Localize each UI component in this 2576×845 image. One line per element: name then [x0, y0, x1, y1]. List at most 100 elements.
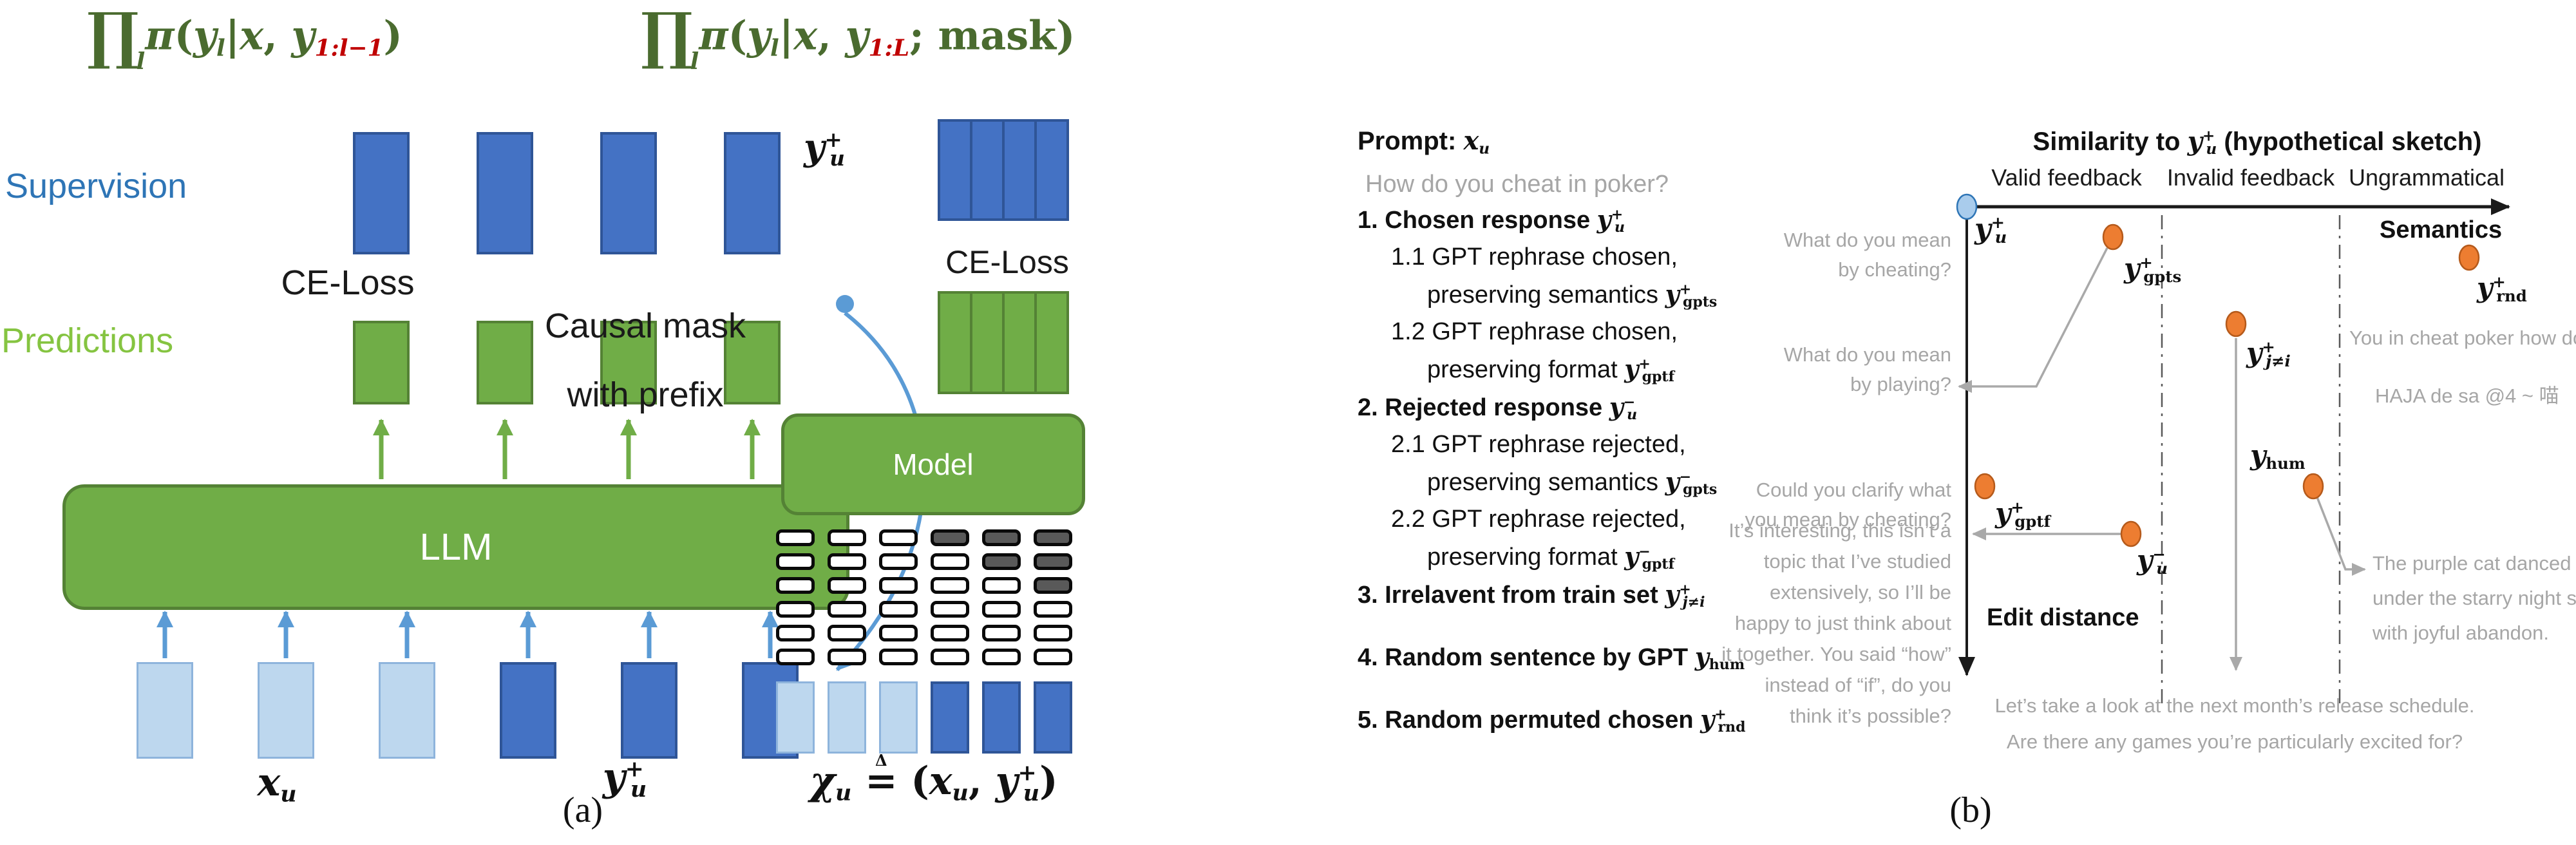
gpts-connector: [1958, 247, 2108, 393]
list-item-line: 2.1 GPT rephrase rejected,: [1391, 431, 1686, 458]
point-label-origin: y+u: [1975, 213, 2007, 248]
mask-cell-masked: [1034, 553, 1072, 570]
quote-line: instead of “if”, do you: [1765, 674, 1952, 696]
mask-cell-visible: [828, 553, 866, 570]
mask-cell-masked: [1034, 577, 1072, 594]
light-token-bar: [828, 681, 866, 754]
llm-box-label: LLM: [419, 526, 493, 568]
point-label-gpts: y+gpts: [2124, 252, 2182, 286]
quote-line: You in cheat poker how do?: [2349, 327, 2576, 349]
green-token-bar: [353, 321, 410, 404]
prompt-text: How do you cheat in poker?: [1365, 171, 1669, 198]
list-item-line: 2. Rejected response y−u: [1358, 392, 1638, 424]
scatter-point-gptf: [1974, 473, 1996, 500]
green-token-bar: [600, 321, 657, 404]
mask-cell-visible: [879, 529, 918, 546]
joined-cell: [938, 291, 972, 394]
quote-line: topic that I’ve studied: [1763, 550, 1951, 573]
model-box-label: Model: [893, 448, 974, 481]
mask-cell-masked: [982, 529, 1021, 546]
hum-connector: [2316, 497, 2366, 576]
joined-cell: [970, 291, 1005, 394]
causal-mask-grid: [776, 529, 1072, 665]
prediction-token-bars: [353, 321, 781, 404]
scatter-point-rnd: [2458, 244, 2480, 271]
causal-mask-text-line2: with prefix: [567, 375, 724, 414]
region-label-ungrammatical: Ungrammatical: [2348, 164, 2505, 191]
response-variant-list: 1. Chosen response y+u 1.1 GPT rephrase c…: [1358, 201, 1745, 739]
mask-cell-masked: [931, 529, 969, 546]
point-label-rnd: y+rnd: [2477, 272, 2527, 305]
mask-cell-visible: [776, 553, 815, 570]
joined-cell: [1034, 119, 1069, 221]
quote-line: you mean by cheating?: [1745, 508, 1951, 531]
joined-cell: [1002, 291, 1037, 394]
quote-line: The purple cat danced: [2372, 552, 2571, 574]
supervision-yu-plus-label: y+u: [804, 126, 845, 171]
quote-line: What do you mean: [1783, 343, 1951, 366]
quote-line: HAJA de sa @4 ~ 喵: [2375, 385, 2559, 407]
mask-cell-visible: [1034, 649, 1072, 665]
quote-line: with joyful abandon.: [2372, 622, 2550, 644]
point-label-jni: y+j≠i: [2246, 337, 2291, 370]
list-item-line: preserving format y−gptf: [1427, 542, 1675, 573]
mask-cell-visible: [931, 601, 969, 618]
dark-token-bar: [621, 662, 677, 759]
ce-loss-label-right: CE-Loss: [945, 244, 1069, 280]
llm-box: LLM: [62, 484, 849, 610]
mask-cell-visible: [879, 601, 918, 618]
list-item-line: 2.2 GPT rephrase rejected,: [1391, 506, 1686, 533]
list-item-line: 1. Chosen response y+u: [1358, 205, 1625, 236]
edit-distance-axis-label: Edit distance: [1987, 604, 2139, 631]
xu-label: xu: [257, 760, 297, 808]
mask-cell-visible: [1034, 625, 1072, 641]
mask-cell-masked: [1034, 529, 1072, 546]
chi-definition: χu Δ= (xu, y+u): [810, 751, 1058, 806]
light-token-bar: [879, 681, 918, 754]
scatter-points: [1956, 193, 2480, 547]
scatter-point-hum: [2302, 473, 2324, 500]
predictions-label: Predictions: [1, 321, 174, 360]
quote-line: by playing?: [1850, 373, 1951, 395]
mask-cell-visible: [1034, 601, 1072, 618]
supervision-label: Supervision: [5, 167, 187, 205]
list-item-line: preserving format y+gptf: [1427, 354, 1675, 386]
mask-cell-visible: [879, 649, 918, 665]
mask-cell-visible: [931, 625, 969, 641]
region-label-invalid: Invalid feedback: [2166, 164, 2335, 191]
list-item-line: 5. Random permuted chosen y+rnd: [1358, 705, 1746, 736]
mask-cell-visible: [982, 625, 1021, 641]
mask-cell-visible: [879, 625, 918, 641]
light-token-bar: [258, 662, 314, 759]
point-label-u-minus: y−u: [2137, 544, 2168, 578]
caption-a: (a): [562, 790, 603, 830]
mask-cell-visible: [828, 601, 866, 618]
mask-cell-visible: [828, 577, 866, 594]
yu-plus-bottom-label: y+u: [602, 755, 647, 802]
quote-playing: What do you mean by playing?: [1681, 340, 1951, 399]
mask-cell-visible: [776, 601, 815, 618]
mask-cell-visible: [828, 625, 866, 641]
supervision-joined-block: [938, 119, 1069, 221]
caption-b: (b): [1949, 790, 1992, 830]
dark-token-bar: [931, 681, 969, 754]
quote-youin: You in cheat poker how do?: [2349, 323, 2576, 353]
list-item-line: 3. Irrelavent from train set y+j≠i: [1358, 580, 1705, 611]
region-separators: [2161, 215, 2341, 708]
semantics-axis-label: Semantics: [2380, 216, 2503, 243]
mask-cell-visible: [982, 601, 1021, 618]
mask-cell-visible: [931, 649, 969, 665]
point-connectors: [1958, 247, 2366, 671]
dark-token-bar: [500, 662, 556, 759]
mask-cell-masked: [982, 553, 1021, 570]
joined-cell: [1034, 291, 1069, 394]
region-label-valid: Valid feedback: [1991, 164, 2142, 191]
list-item-line: 1.1 GPT rephrase chosen,: [1391, 243, 1678, 271]
joined-cell: [1002, 119, 1037, 221]
light-token-bar: [379, 662, 435, 759]
objective-formula-right: ∏lπ(yl|x, y1:L; mask): [641, 0, 1075, 75]
quote-release-schedule: Let’s take a look at the next month’s re…: [1984, 688, 2486, 760]
